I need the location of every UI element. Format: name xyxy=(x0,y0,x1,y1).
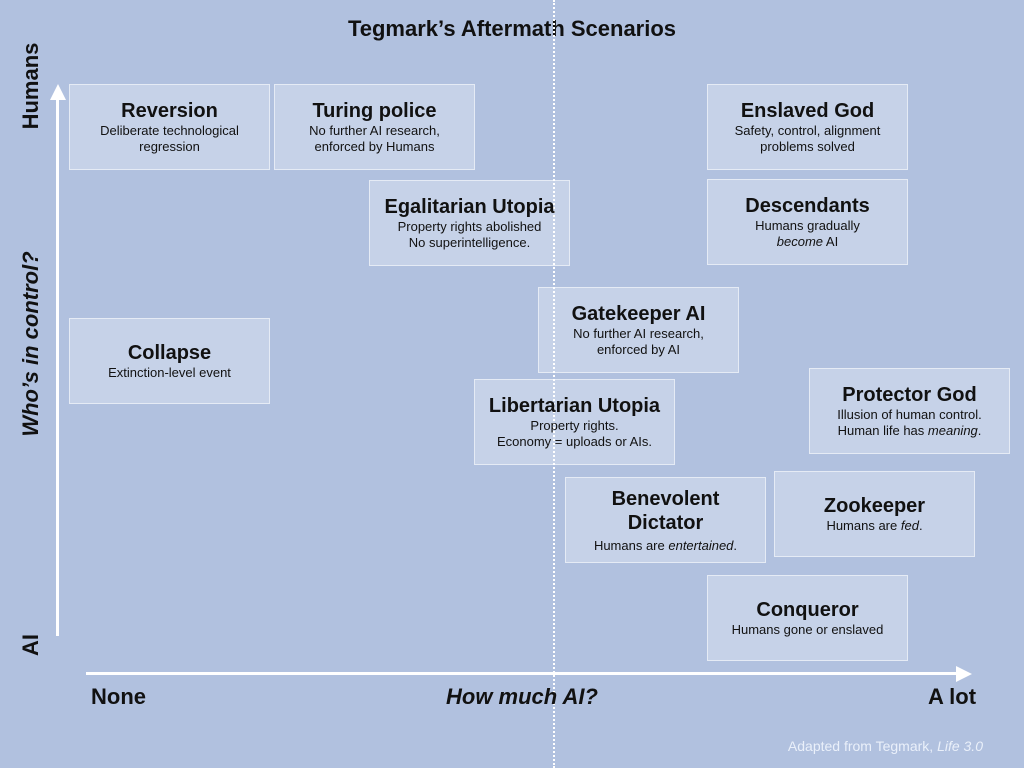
scenario-title: Enslaved God xyxy=(740,100,875,122)
scenario-libertarian-utopia: Libertarian Utopia Property rights. Econ… xyxy=(474,379,675,465)
scenario-description-line: Safety, control, alignment xyxy=(734,123,881,138)
scenario-descendants: Descendants Humans gradually become AI xyxy=(707,179,908,265)
scenario-description-line: enforced by AI xyxy=(596,342,681,357)
description-text: . xyxy=(733,537,738,553)
scenario-description-line: Illusion of human control. xyxy=(837,407,982,422)
credit-work: Life 3.0 xyxy=(937,738,983,754)
scenario-turing-police: Turing police No further AI research, en… xyxy=(274,84,475,170)
scenario-enslaved-god: Enslaved God Safety, control, alignment … xyxy=(707,84,908,170)
scenario-description-line: enforced by Humans xyxy=(314,139,435,154)
center-divider xyxy=(553,0,555,768)
scenario-title: Turing police xyxy=(312,100,437,122)
credit-prefix: Adapted from Tegmark, xyxy=(787,738,938,754)
x-axis-left-label: None xyxy=(91,684,146,709)
scenario-title: Reversion xyxy=(121,100,218,122)
y-axis-top-label: Humans xyxy=(18,42,43,130)
y-axis-bottom-label: AI xyxy=(18,634,43,656)
scenario-description-line: become AI xyxy=(777,234,838,250)
scenario-title: Descendants xyxy=(745,195,870,217)
x-axis-label: How much AI? xyxy=(446,684,598,709)
scenario-description-line: Property rights abolished xyxy=(397,219,542,234)
scenario-description-line: Humans gradually xyxy=(755,218,860,233)
x-axis-line xyxy=(86,672,960,675)
description-text: Humans are xyxy=(593,537,669,553)
scenario-egalitarian-utopia: Egalitarian Utopia Property rights aboli… xyxy=(369,180,570,266)
description-text: . xyxy=(977,423,982,438)
scenario-title: Gatekeeper AI xyxy=(571,303,706,325)
scenario-title: Egalitarian Utopia xyxy=(384,196,555,218)
scenario-description-line: Humans are entertained. xyxy=(594,538,737,554)
description-text: . xyxy=(918,518,923,533)
scenario-title: Benevolent xyxy=(611,487,720,510)
emphasis-text: entertained xyxy=(668,537,734,553)
scenario-description-line: Humans are fed. xyxy=(826,518,922,534)
scenario-gatekeeper-ai: Gatekeeper AI No further AI research, en… xyxy=(538,287,739,373)
scenario-description-line: Human life has meaning. xyxy=(838,423,982,439)
x-axis-right-label: A lot xyxy=(928,684,977,709)
scenario-description-line: No further AI research, xyxy=(309,123,440,138)
x-axis-arrowhead xyxy=(956,666,972,682)
scenario-title: Zookeeper xyxy=(823,495,926,517)
scenario-description-line: Economy = uploads or AIs. xyxy=(496,434,652,449)
scenario-conqueror: Conqueror Humans gone or enslaved xyxy=(707,575,908,661)
scenario-collapse: Collapse Extinction-level event xyxy=(69,318,270,404)
scenario-description-line: No further AI research, xyxy=(573,326,704,341)
scenario-protector-god: Protector God Illusion of human control.… xyxy=(809,368,1010,454)
scenario-description-line: problems solved xyxy=(760,139,855,154)
scenario-description-line: Deliberate technological xyxy=(100,123,239,138)
y-axis-arrowhead xyxy=(50,84,66,100)
scenario-zookeeper: Zookeeper Humans are fed. xyxy=(774,471,975,557)
description-text: AI xyxy=(823,234,839,249)
scenario-title: Protector God xyxy=(842,384,977,406)
y-axis-label: Who’s in control? xyxy=(18,251,43,437)
y-axis-line xyxy=(56,98,59,636)
scenario-description-line: Extinction-level event xyxy=(108,365,231,380)
emphasis-text: fed xyxy=(900,518,919,533)
scenario-title: Collapse xyxy=(127,342,212,364)
description-text: Humans are xyxy=(826,518,901,533)
scenario-title: Conqueror xyxy=(756,599,859,621)
scenario-description-line: Humans gone or enslaved xyxy=(731,622,884,637)
scenario-reversion: Reversion Deliberate technological regre… xyxy=(69,84,270,170)
page-title: Tegmark’s Aftermath Scenarios xyxy=(347,16,677,41)
emphasis-text: become xyxy=(776,234,824,249)
scenario-description-line: Property rights. xyxy=(530,418,619,433)
description-text: Human life has xyxy=(837,423,928,438)
scenario-title: Libertarian Utopia xyxy=(488,395,661,417)
scenario-description-line: No superintelligence. xyxy=(408,235,531,250)
scenario-description-line: regression xyxy=(139,139,200,154)
emphasis-text: meaning xyxy=(927,423,978,438)
source-credit: Adapted from Tegmark, Life 3.0 xyxy=(788,738,983,754)
scenario-title: Dictator xyxy=(627,511,704,534)
scenario-benevolent-dictator: Benevolent Dictator Humans are entertain… xyxy=(565,477,766,563)
